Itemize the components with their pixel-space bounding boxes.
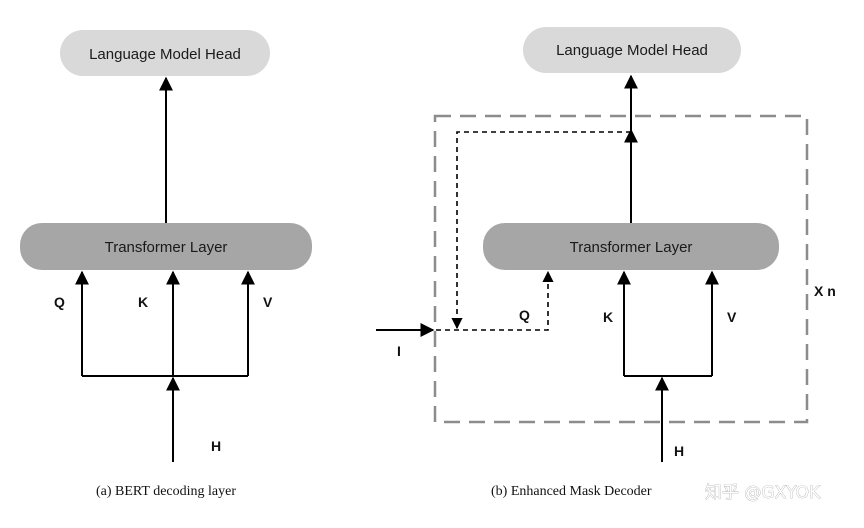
transformer-box-b: [483, 223, 779, 270]
lm-head-label-b: Language Model Head: [556, 42, 708, 59]
panel-b: Language Model Head X n Transformer Laye…: [376, 27, 836, 499]
h-label-a: H: [211, 438, 221, 454]
caption-a: (a) BERT decoding layer: [96, 484, 236, 499]
dashed-feedback-loop: [451, 131, 631, 330]
lm-head-box-b: [523, 27, 741, 73]
watermark-text: 知乎 @GXYOK: [705, 483, 821, 503]
transformer-label-a: Transformer Layer: [105, 239, 228, 256]
repeat-block-border: [433, 114, 809, 424]
k-label-b: K: [603, 309, 613, 325]
transformer-label-b: Transformer Layer: [570, 239, 693, 256]
dashed-q-path: [436, 270, 554, 331]
h-label-b: H: [674, 443, 684, 459]
k-label-a: K: [138, 294, 148, 310]
i-label-b: I: [397, 343, 401, 359]
v-label-b: V: [727, 309, 737, 325]
lm-head-box-a: [60, 30, 270, 76]
v-label-a: V: [263, 294, 273, 310]
repeat-label: X n: [814, 283, 836, 299]
q-label-b: Q: [519, 307, 530, 323]
q-label-a: Q: [54, 294, 65, 310]
lm-head-label-a: Language Model Head: [89, 46, 241, 63]
panel-a: Language Model Head Transformer Layer Q …: [20, 30, 312, 499]
caption-b: (b) Enhanced Mask Decoder: [491, 484, 652, 499]
transformer-box-a: [20, 223, 312, 270]
